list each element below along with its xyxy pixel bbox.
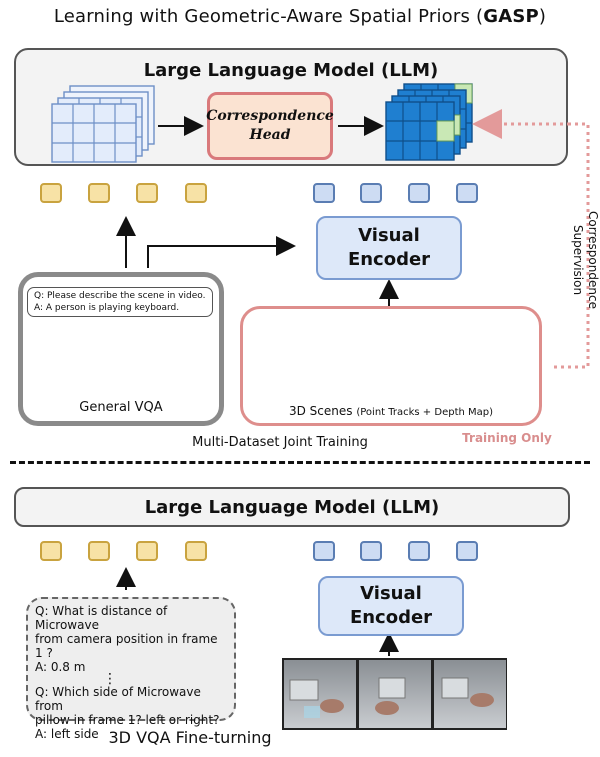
text-token <box>40 183 62 203</box>
indoor-frames <box>282 658 507 730</box>
text-token <box>40 541 62 561</box>
visual-token <box>313 541 335 561</box>
llm-top-label: Large Language Model (LLM) <box>143 60 439 81</box>
training-only-label: Training Only <box>462 431 552 445</box>
visual-token <box>456 183 478 203</box>
visual-encoder-bottom: Visual Encoder <box>318 576 464 636</box>
llm-bottom-box: Large Language Model (LLM) <box>14 487 570 527</box>
visual-token <box>313 183 335 203</box>
visual-token <box>360 541 382 561</box>
supervision-dotted-path <box>550 122 590 369</box>
text-token <box>88 541 110 561</box>
section-divider <box>10 461 590 464</box>
correspondence-supervision-label: Correspondence Supervision <box>571 211 600 309</box>
text-token <box>88 183 110 203</box>
finetune-qa-box: Q: What is distance of Microwave from ca… <box>26 597 236 741</box>
visual-token <box>408 183 430 203</box>
general-vqa-label: General VQA <box>79 400 163 415</box>
output-feature-cubes <box>385 83 473 161</box>
arrow-vqa-to-encoder <box>147 236 296 268</box>
text-token <box>136 541 158 561</box>
text-token <box>185 541 207 561</box>
scenes-label: 3D Scenes (Point Tracks + Depth Map) <box>288 404 494 418</box>
finetune-label: 3D VQA Fine-turning <box>108 728 272 747</box>
input-feature-cubes <box>51 85 155 163</box>
text-token <box>136 183 158 203</box>
visual-token <box>408 541 430 561</box>
figure-title: Learning with Geometric-Aware Spatial Pr… <box>53 6 547 27</box>
scenes-box <box>240 306 542 426</box>
joint-training-label: Multi-Dataset Joint Training <box>192 435 368 450</box>
visual-encoder-top: Visual Encoder <box>316 216 462 280</box>
visual-token <box>360 183 382 203</box>
text-token <box>185 183 207 203</box>
vqa-qa-bubble: Q: Please describe the scene in video. A… <box>27 287 213 317</box>
correspondence-head: Correspondence Head <box>206 92 334 160</box>
visual-token <box>456 541 478 561</box>
ellipsis-dots: ⋮ <box>103 671 117 687</box>
